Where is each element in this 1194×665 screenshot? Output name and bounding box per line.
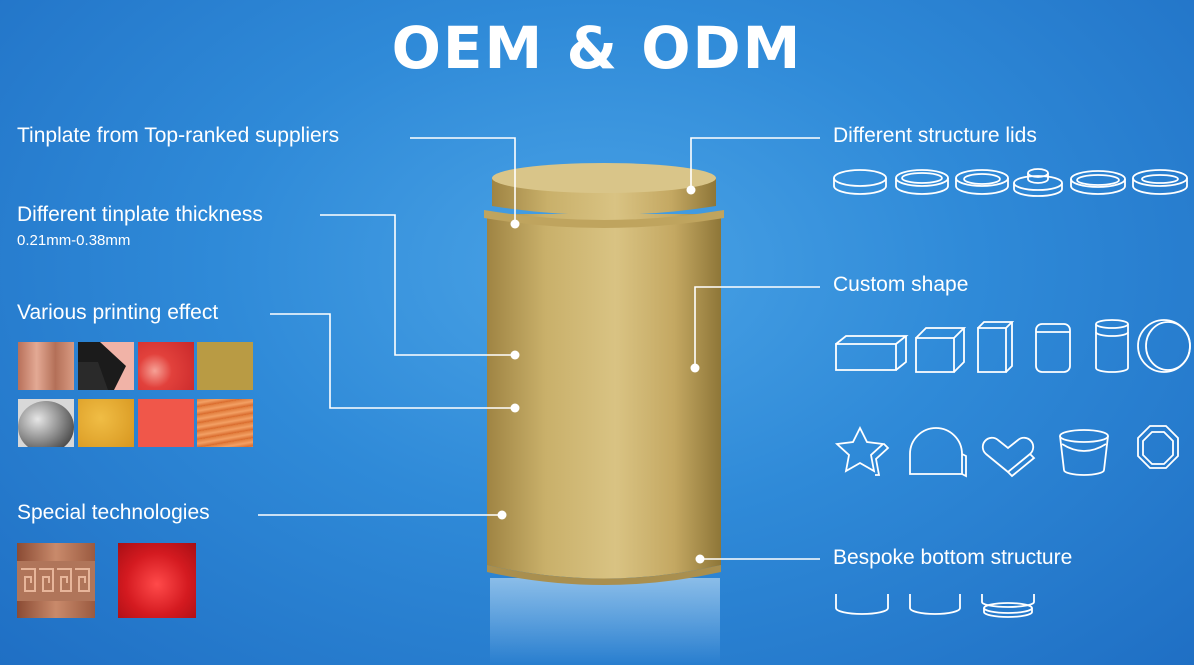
bottom-structure-label: Bespoke bottom structure <box>833 546 1073 569</box>
cap-lid-icon <box>895 169 949 195</box>
red-texture-swatch <box>138 342 194 390</box>
octagon-tin-icon <box>1137 425 1179 469</box>
embossed-copper-sample <box>17 543 95 618</box>
special-technologies-label: Special technologies <box>17 501 210 524</box>
rounded-rect-can-icon <box>1035 323 1071 373</box>
slip-lid-icon <box>1070 170 1126 195</box>
flat-lid-icon <box>833 169 887 195</box>
rim-lid-icon <box>955 169 1009 195</box>
bucket-tin-icon <box>1059 429 1109 476</box>
printing-effect-label: Various printing effect <box>17 301 219 324</box>
heart-tin-icon <box>981 436 1036 478</box>
square-box-icon <box>915 327 967 373</box>
shape-icons-row-2 <box>834 425 1179 478</box>
knob-lid-icon <box>1013 168 1063 197</box>
thickness-range-text: 0.21mm-0.38mm <box>17 232 131 249</box>
yellow-gold-swatch <box>78 399 134 447</box>
shape-icons-row-1 <box>835 319 1191 373</box>
deep-lid-icon <box>1132 169 1188 195</box>
dome-tin-icon <box>909 427 967 478</box>
stepped-bottom-icon <box>981 594 1035 618</box>
silver-sphere-swatch <box>18 399 74 453</box>
tinplate-supplier-label: Tinplate from Top-ranked suppliers <box>17 124 340 147</box>
cylinder-can-icon <box>1095 319 1129 373</box>
tinplate-thickness-label: Different tinplate thickness <box>17 203 263 226</box>
rolled-bottom-icon <box>909 594 961 615</box>
olive-gold-swatch <box>197 342 253 390</box>
connector-lines <box>258 137 820 560</box>
lid-icons <box>833 168 1188 197</box>
black-pink-swatch <box>78 342 134 390</box>
tall-box-icon <box>977 321 1015 373</box>
coral-red-swatch <box>138 399 194 447</box>
copper-brushed-swatch <box>18 342 74 390</box>
flat-bottom-icon <box>835 594 889 615</box>
red-glitter-sample <box>118 543 196 618</box>
page-title: OEM & ODM <box>391 14 803 82</box>
orange-wood-swatch <box>197 399 253 447</box>
custom-shape-label: Custom shape <box>833 273 969 296</box>
structure-lids-label: Different structure lids <box>833 124 1037 147</box>
rectangle-box-icon <box>835 335 909 371</box>
star-tin-icon <box>834 425 890 476</box>
round-flat-tin-icon <box>1137 319 1191 373</box>
bottom-structure-icons <box>835 594 1035 618</box>
